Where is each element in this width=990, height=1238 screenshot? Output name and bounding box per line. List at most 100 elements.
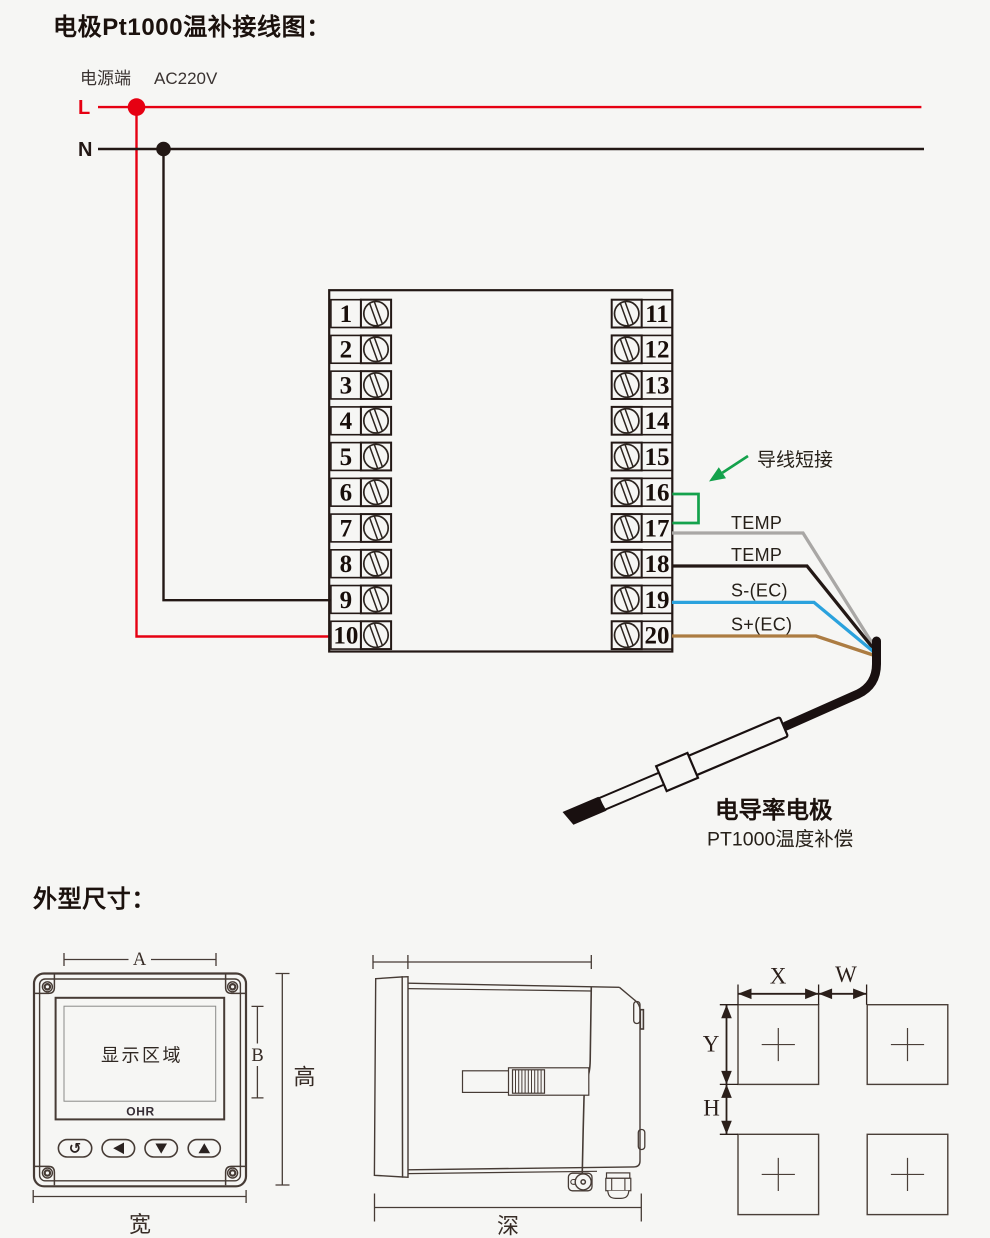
terminal-number: 11 bbox=[645, 301, 669, 328]
front-corner-screws bbox=[41, 981, 239, 1179]
terminal-number: 16 bbox=[645, 480, 670, 507]
side-body-top-outer bbox=[407, 982, 620, 988]
front-inner-frame bbox=[38, 978, 242, 1182]
side-top-dim-lines bbox=[372, 955, 592, 969]
terminal-screw-box bbox=[359, 441, 393, 472]
terminal-number-box bbox=[640, 441, 674, 472]
left-icon bbox=[113, 1142, 124, 1155]
terminal-number-box bbox=[640, 298, 674, 329]
display-area-text: 显示区域 bbox=[101, 1046, 183, 1066]
dim-b-label: B bbox=[251, 1046, 263, 1066]
hole-center-cross bbox=[761, 1157, 795, 1192]
case-screw-center bbox=[43, 1169, 52, 1177]
case-screw-center bbox=[228, 982, 237, 991]
wire-temp-gray bbox=[672, 531, 877, 650]
probe-tip bbox=[562, 796, 607, 825]
terminal-number-box bbox=[640, 334, 674, 365]
neutral-wire-to-terminal-9 bbox=[162, 149, 331, 602]
live-line-label: L bbox=[78, 97, 90, 119]
terminal-row: 5 15 bbox=[330, 441, 674, 472]
terminal-screw-box bbox=[359, 298, 393, 329]
label-s-plus: S+(EC) bbox=[731, 615, 792, 635]
terminal-number: 8 bbox=[340, 551, 353, 578]
jumper-arrow-head bbox=[709, 467, 726, 482]
front-view: 显示区域 OHR ↺ A B 高 宽 bbox=[32, 950, 316, 1237]
terminal-number: 2 bbox=[340, 337, 353, 364]
label-temp-2: TEMP bbox=[731, 545, 782, 565]
case-screw-icon bbox=[41, 981, 54, 993]
mounting-hole-square bbox=[737, 1133, 820, 1216]
corner-pocket-tl bbox=[35, 974, 56, 995]
neutral-line-label: N bbox=[78, 139, 92, 161]
terminal-number: 20 bbox=[645, 623, 670, 650]
front-outer-case bbox=[32, 972, 248, 1188]
button-left bbox=[101, 1138, 136, 1158]
terminal-number: 15 bbox=[645, 444, 670, 471]
outline-section-title: 外型尺寸： bbox=[33, 885, 156, 913]
gland-body bbox=[605, 1177, 632, 1192]
live-wire-to-terminal-10 bbox=[135, 107, 331, 638]
probe-collar bbox=[654, 751, 700, 793]
dim-height-label: 高 bbox=[294, 1065, 316, 1090]
hole-extension-lines bbox=[719, 984, 868, 1135]
terminal-number: 6 bbox=[340, 480, 353, 507]
terminal-row: 10 20 bbox=[330, 620, 674, 651]
display-bezel bbox=[54, 996, 226, 1121]
case-screw-center bbox=[228, 1169, 237, 1177]
case-screw-center bbox=[43, 982, 52, 991]
power-terminal-label: 电源端 bbox=[80, 69, 131, 88]
side-bracket-thread bbox=[511, 1069, 546, 1094]
mounting-hole-square bbox=[866, 1133, 949, 1216]
terminal-number-box bbox=[640, 477, 674, 507]
case-screw-icon bbox=[226, 1167, 239, 1179]
dim-depth-label: 深 bbox=[497, 1214, 519, 1238]
terminal-row: 8 18 bbox=[330, 548, 674, 579]
terminal-number-box bbox=[640, 406, 674, 436]
terminal-number: 18 bbox=[645, 551, 670, 578]
terminal-number: 10 bbox=[333, 623, 358, 650]
dim-a-label: A bbox=[133, 950, 147, 970]
terminal-number: 7 bbox=[340, 515, 353, 542]
dim-y-label: Y bbox=[703, 1032, 720, 1057]
terminal-row: 6 16 bbox=[330, 477, 674, 508]
return-icon: ↺ bbox=[69, 1140, 82, 1158]
side-clip-top-tab bbox=[639, 1008, 645, 1030]
dim-w-label: W bbox=[835, 962, 857, 987]
corner-pocket-tr bbox=[224, 974, 245, 995]
jumper-arrow-shaft bbox=[721, 454, 749, 474]
down-icon bbox=[155, 1143, 167, 1154]
wire-temp-black bbox=[672, 564, 877, 652]
voltage-label: AC220V bbox=[154, 69, 218, 88]
dim-width-label: 宽 bbox=[129, 1212, 151, 1237]
label-temp-1: TEMP bbox=[731, 513, 782, 533]
live-junction-dot bbox=[127, 98, 146, 116]
terminal-screw-box bbox=[359, 334, 393, 365]
jumper-wire bbox=[672, 492, 700, 525]
terminal-screw-box bbox=[359, 584, 393, 615]
probe-subtitle: PT1000温度补偿 bbox=[707, 829, 853, 851]
terminal-number: 9 bbox=[340, 587, 353, 614]
side-body-bottom-inner bbox=[407, 1170, 598, 1175]
hole-squares bbox=[737, 1004, 949, 1216]
case-screw-icon bbox=[41, 1167, 54, 1179]
terminal-screw-box bbox=[359, 548, 393, 579]
side-bezel-edge bbox=[401, 975, 409, 1179]
terminal-screw-box bbox=[359, 477, 393, 508]
dim-arrow-head bbox=[721, 1120, 732, 1135]
terminal-number: 13 bbox=[645, 372, 670, 399]
terminal-number-box bbox=[640, 584, 674, 615]
button-return bbox=[57, 1138, 93, 1158]
terminal-number: 5 bbox=[340, 444, 353, 471]
dim-a-lines bbox=[63, 953, 217, 966]
dim-arrow-head bbox=[818, 988, 833, 1000]
label-s-minus: S-(EC) bbox=[731, 581, 788, 601]
mounting-hole-square bbox=[737, 1004, 820, 1086]
terminal-number: 4 bbox=[340, 408, 353, 435]
corner-pocket-br bbox=[224, 1165, 245, 1186]
up-icon bbox=[198, 1143, 211, 1154]
